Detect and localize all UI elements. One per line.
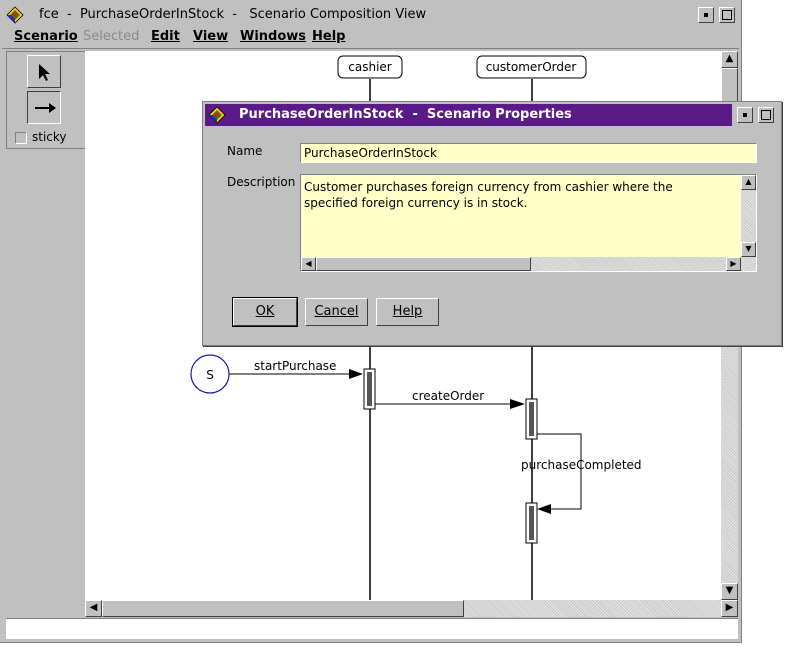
menu-view-label: View — [193, 29, 229, 44]
message-create-order[interactable]: createOrder — [375, 389, 525, 409]
scroll-right-button[interactable]: ▶ — [721, 600, 738, 617]
description-horizontal-scrollbar[interactable]: ◀ ▶ — [301, 257, 756, 271]
cancel-button-label: Cancel — [314, 304, 359, 319]
minimize-icon — [743, 113, 747, 117]
description-scroll-right-button[interactable]: ▶ — [726, 257, 741, 271]
description-scroll-up-button[interactable]: ▲ — [741, 175, 756, 190]
chevron-left-icon: ◀ — [305, 259, 312, 268]
start-node-label: S — [206, 368, 214, 382]
help-button[interactable]: Help — [376, 298, 439, 326]
cancel-button[interactable]: Cancel — [305, 298, 368, 326]
ok-button-label: OK — [255, 304, 275, 319]
name-label: Name — [227, 144, 263, 158]
description-scroll-left-button[interactable]: ◀ — [301, 257, 316, 271]
select-tool-button[interactable] — [27, 55, 61, 88]
message-start-purchase-label: startPurchase — [254, 359, 336, 373]
scroll-down-button[interactable]: ▼ — [721, 583, 738, 600]
main-window-title: fce - PurchaseOrderInStock - Scenario Co… — [39, 7, 427, 22]
maximize-button[interactable] — [719, 7, 735, 23]
message-start-purchase[interactable]: startPurchase — [229, 359, 363, 379]
customer-order-object[interactable]: customerOrder — [476, 55, 587, 79]
name-field[interactable]: PurchaseOrderInStock — [300, 143, 757, 163]
scroll-left-button[interactable]: ◀ — [85, 600, 102, 617]
chevron-up-icon: ▲ — [745, 177, 752, 186]
cashier-object-label: cashier — [348, 60, 392, 74]
scenario-properties-dialog: PurchaseOrderInStock - Scenario Properti… — [202, 101, 782, 346]
maximize-icon — [761, 110, 771, 120]
message-purchase-completed-label: purchaseCompleted — [521, 458, 642, 472]
horizontal-scroll-thumb[interactable] — [102, 600, 464, 617]
description-field[interactable]: Customer purchases foreign currency from… — [300, 174, 757, 272]
sequence-diagram: cashier customerOrder S startPurchase — [190, 55, 642, 600]
description-horizontal-thumb[interactable] — [316, 257, 531, 271]
dialog-title-bar[interactable]: PurchaseOrderInStock - Scenario Properti… — [205, 104, 732, 126]
menu-edit[interactable]: Edit — [151, 29, 180, 44]
scroll-up-button[interactable]: ▲ — [721, 51, 738, 68]
chevron-left-icon: ◀ — [89, 602, 98, 613]
description-label: Description — [227, 175, 296, 189]
right-arrow-icon — [35, 103, 56, 113]
customer-order-activation-2-fill — [529, 506, 534, 540]
menu-windows[interactable]: Windows — [240, 29, 306, 44]
message-tool-button[interactable] — [27, 91, 61, 124]
sticky-label: sticky — [32, 130, 67, 144]
message-create-order-label: createOrder — [412, 389, 484, 403]
cashier-activation-fill — [367, 372, 372, 406]
customer-order-activation-1-fill — [529, 402, 534, 436]
menu-windows-label: Windows — [240, 29, 307, 44]
tool-palette: sticky — [6, 51, 86, 149]
menu-view[interactable]: View — [193, 29, 228, 44]
name-field-value: PurchaseOrderInStock — [304, 146, 437, 160]
chevron-right-icon: ▶ — [725, 602, 734, 613]
cashier-object[interactable]: cashier — [337, 55, 403, 79]
dialog-minimize-button[interactable] — [737, 107, 753, 123]
arrow-pointer-icon — [39, 64, 50, 81]
description-line-2: specified foreign currency is in stock. — [304, 196, 528, 210]
status-bar — [6, 618, 738, 639]
chevron-up-icon: ▲ — [725, 53, 734, 64]
main-title-bar[interactable]: fce - PurchaseOrderInStock - Scenario Co… — [2, 3, 739, 27]
dialog-title: PurchaseOrderInStock - Scenario Properti… — [239, 107, 572, 122]
description-text: Customer purchases foreign currency from… — [304, 179, 673, 211]
help-button-label: Help — [392, 304, 423, 319]
ok-button[interactable]: OK — [232, 297, 298, 327]
horizontal-scrollbar[interactable]: ◀ ▶ — [85, 600, 738, 617]
maximize-icon — [722, 10, 732, 20]
menu-help[interactable]: Help — [312, 29, 345, 44]
description-scroll-down-button[interactable]: ▼ — [741, 242, 756, 257]
description-vertical-scrollbar[interactable]: ▲ ▼ — [741, 175, 756, 257]
menu-bar: Scenario Selected Edit View Windows Help — [2, 28, 739, 49]
chevron-down-icon: ▼ — [725, 585, 734, 596]
start-node[interactable]: S — [190, 354, 230, 394]
menu-selected-label: Selected — [83, 29, 140, 44]
customer-order-object-label: customerOrder — [486, 60, 577, 74]
description-line-1: Customer purchases foreign currency from… — [304, 180, 673, 194]
chevron-down-icon: ▼ — [745, 244, 752, 253]
app-logo-icon[interactable] — [6, 6, 24, 24]
chevron-right-icon: ▶ — [730, 259, 737, 268]
menu-edit-label: Edit — [151, 29, 180, 44]
minimize-icon — [704, 13, 708, 17]
message-purchase-completed[interactable]: purchaseCompleted — [521, 433, 642, 514]
sticky-checkbox[interactable] — [15, 132, 27, 144]
menu-scenario-label: Scenario — [14, 29, 78, 44]
dialog-maximize-button[interactable] — [758, 107, 774, 123]
menu-help-label: Help — [312, 29, 346, 44]
menu-selected[interactable]: Selected — [83, 29, 139, 44]
minimize-button[interactable] — [698, 7, 714, 23]
dialog-app-icon[interactable] — [208, 106, 226, 124]
menu-scenario[interactable]: Scenario — [14, 29, 78, 44]
